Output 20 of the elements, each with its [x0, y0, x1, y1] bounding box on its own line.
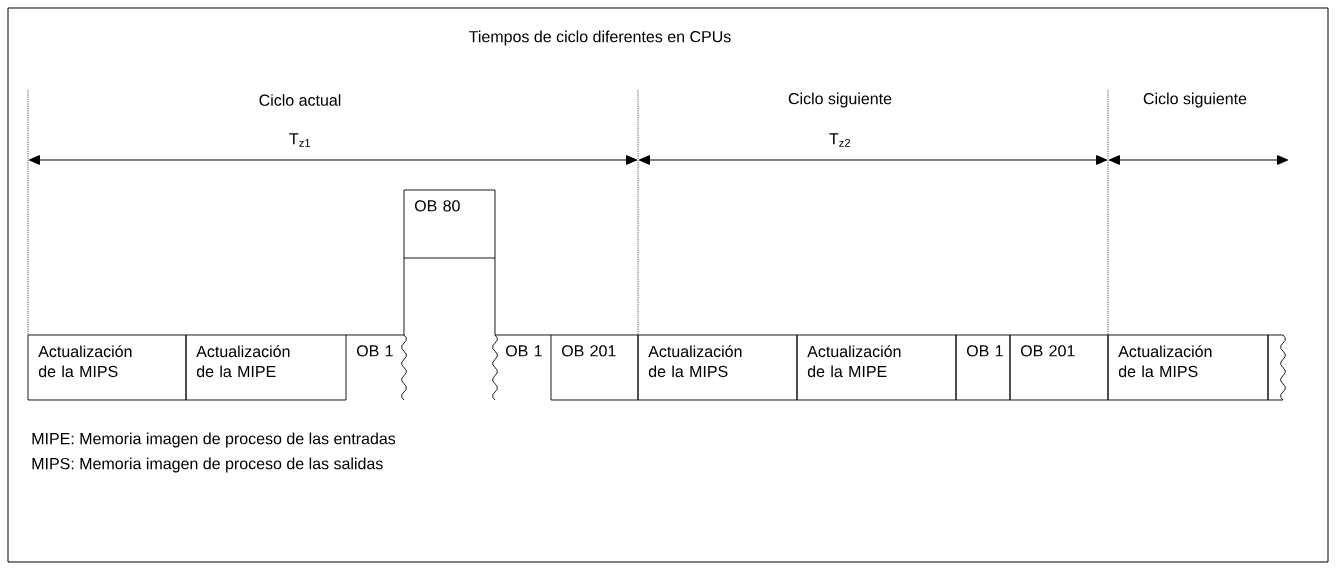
process-box: OB 1	[955, 334, 1011, 401]
note: MIPS: Memoria imagen de proceso de las salidas	[32, 457, 383, 473]
time-label: T$_{z1}$	[289, 133, 310, 147]
cycle-label: Ciclo siguiente	[788, 92, 892, 108]
process-box: Actualización de la MIPS	[637, 334, 798, 401]
process-box: Actualización de la MIPS	[27, 334, 187, 401]
title: Tiempos de ciclo diferentes en CPUs	[469, 30, 731, 46]
process-box: Actualización de la MIPE	[185, 334, 347, 401]
cycle-label: Ciclo actual	[259, 94, 341, 106]
time-label: T$_{z2}$	[829, 133, 850, 147]
process-box: Actualización de la MIPS	[1107, 334, 1269, 401]
process-box: OB 201	[1009, 334, 1109, 401]
note: MIPE: Memoria imagen de proceso de las entradas	[32, 432, 396, 448]
process-box: OB 1	[345, 334, 407, 401]
process-box: Actualización de la MIPE	[796, 334, 957, 401]
cycle-label: Ciclo siguiente	[1143, 92, 1247, 108]
process-box: OB 201	[550, 334, 639, 401]
process-box: OB 1	[492, 334, 552, 401]
empty-box	[1267, 334, 1286, 401]
process-box: OB 80	[403, 189, 496, 336]
